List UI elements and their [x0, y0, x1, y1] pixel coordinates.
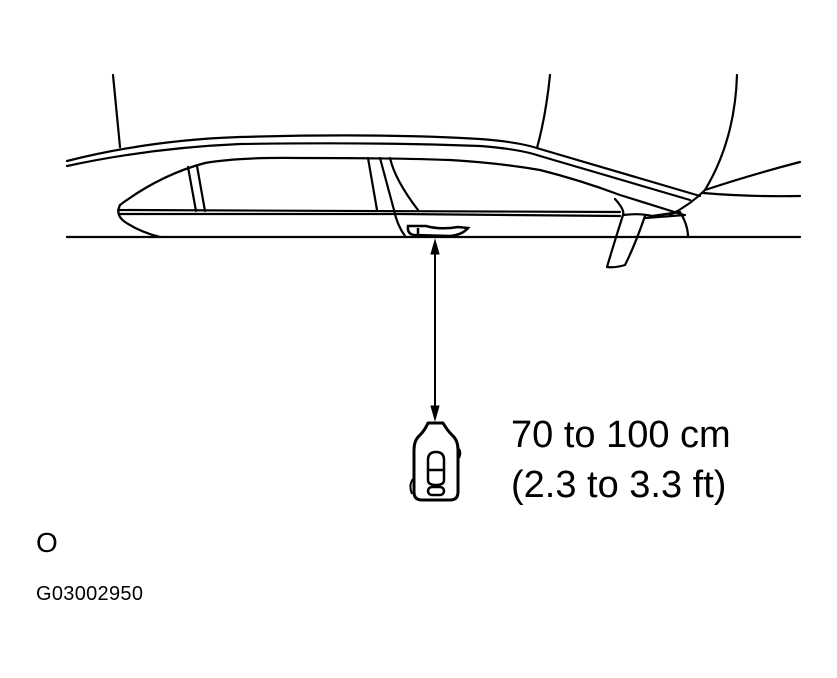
rear-line-right-1 [703, 160, 802, 192]
distance-metric: 70 to 100 cm [511, 414, 731, 456]
rear-line-low [643, 213, 687, 220]
distance-label: 70 to 100 cm (2.3 to 3.3 ft) [511, 410, 731, 510]
c-pillar-3 [388, 156, 420, 212]
window-top [118, 156, 686, 217]
b-pillar-right [195, 164, 207, 213]
rear-line-right-2 [701, 191, 802, 198]
roof-rail-inner [65, 142, 692, 202]
c-pillar-2 [378, 156, 407, 238]
door-handle [406, 224, 471, 238]
belt-line-2 [118, 212, 622, 218]
marker-label: O [36, 527, 58, 558]
vehicle-outline [65, 73, 802, 269]
front-curve [117, 203, 162, 239]
rear-vertical-1 [535, 73, 552, 150]
b-pillar-left [186, 165, 198, 213]
rear-arch [621, 210, 690, 239]
rear-vertical-2 [668, 73, 739, 217]
key-fob-icon [409, 421, 462, 502]
c-pillar-1 [366, 156, 379, 212]
figure-code: G03002950 [36, 583, 144, 605]
distance-arrow [430, 238, 440, 422]
distance-imperial: (2.3 to 3.3 ft) [511, 464, 727, 506]
mudflap [605, 197, 647, 269]
front-pillar-line [111, 73, 122, 149]
roof-rail-outer [65, 134, 702, 198]
belt-line [116, 208, 622, 214]
